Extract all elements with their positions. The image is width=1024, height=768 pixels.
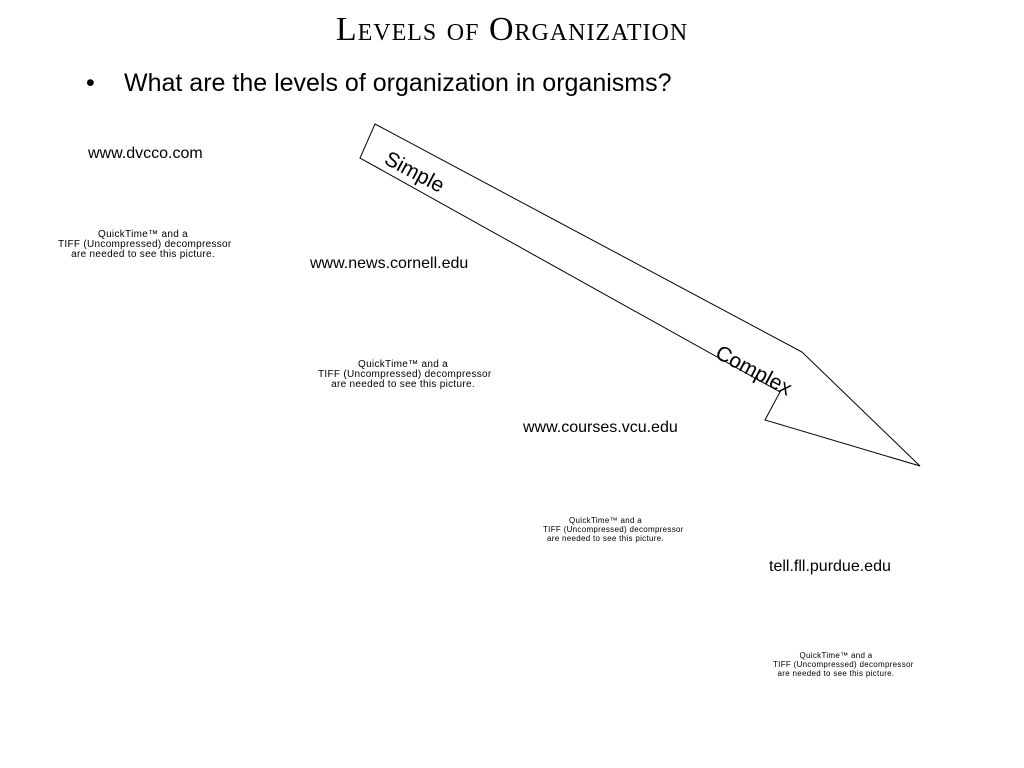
image-placeholder: QuickTime™ and a TIFF (Uncompressed) dec… — [773, 651, 914, 678]
source-label-vcu: www.courses.vcu.edu — [523, 419, 678, 436]
placeholder-line: TIFF (Uncompressed) decompressor — [58, 239, 232, 250]
source-label-purdue: tell.fll.purdue.edu — [769, 558, 891, 575]
arrow-start-label: Simple — [381, 147, 448, 197]
placeholder-line: TIFF (Uncompressed) decompressor — [543, 525, 684, 534]
slide-title: Levels of Organization — [335, 11, 689, 48]
placeholder-line: are needed to see this picture. — [71, 249, 215, 260]
placeholder-line: QuickTime™ and a — [357, 359, 448, 370]
image-placeholder: QuickTime™ and a TIFF (Uncompressed) dec… — [318, 359, 492, 390]
bullet-item: • What are the levels of organization in … — [86, 66, 672, 100]
placeholder-line: TIFF (Uncompressed) decompressor — [318, 369, 492, 380]
image-placeholder: QuickTime™ and a TIFF (Uncompressed) dec… — [58, 229, 232, 260]
arrow-shape — [359, 123, 921, 467]
bullet-marker: • — [86, 69, 95, 97]
image-placeholder: QuickTime™ and a TIFF (Uncompressed) dec… — [543, 516, 684, 543]
placeholder-line: are needed to see this picture. — [777, 669, 895, 678]
arrow-end-label: Complex — [712, 341, 796, 400]
source-label-cornell: www.news.cornell.edu — [310, 255, 469, 272]
bullet-text: What are the levels of organization in o… — [124, 69, 672, 97]
placeholder-line: QuickTime™ and a — [97, 229, 188, 240]
placeholder-line: QuickTime™ and a — [799, 651, 873, 660]
placeholder-line: TIFF (Uncompressed) decompressor — [773, 660, 914, 669]
placeholder-line: are needed to see this picture. — [331, 379, 475, 390]
placeholder-line: are needed to see this picture. — [547, 534, 664, 543]
source-label-dvcco: www.dvcco.com — [88, 145, 203, 162]
placeholder-line: QuickTime™ and a — [569, 516, 642, 525]
